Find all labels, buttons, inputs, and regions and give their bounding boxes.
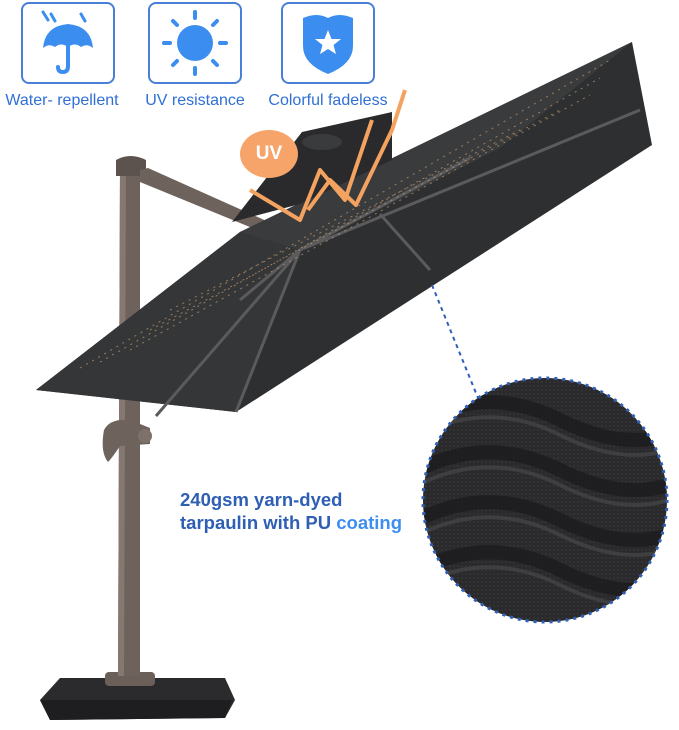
callout-highlight: coating bbox=[336, 512, 403, 533]
feature-colorful-fadeless: Colorful fadeless bbox=[264, 2, 392, 110]
callout-line-2: tarpaulin with PU coating bbox=[180, 511, 402, 534]
feature-box bbox=[148, 2, 242, 84]
feature-label: UV resistance bbox=[145, 92, 245, 109]
uv-badge: UV bbox=[240, 130, 298, 178]
leader-line bbox=[431, 284, 479, 399]
feature-box bbox=[21, 2, 115, 84]
sun-icon bbox=[162, 10, 228, 76]
uv-rays bbox=[248, 89, 407, 222]
feature-label: Colorful fadeless bbox=[268, 92, 388, 109]
feature-uv-resistance: UV resistance bbox=[139, 2, 251, 110]
umbrella-base bbox=[40, 672, 235, 720]
fabric-zoom bbox=[421, 376, 669, 624]
feature-box bbox=[281, 2, 375, 84]
feature-label: Water- repellent bbox=[5, 92, 119, 109]
callout-line-1: 240gsm yarn-dyed bbox=[180, 489, 343, 510]
umbrella-rain-icon bbox=[41, 10, 93, 75]
umbrella-pole bbox=[102, 156, 152, 676]
callout-line-2a: tarpaulin with PU bbox=[180, 512, 337, 533]
umbrella-canopy bbox=[36, 42, 652, 417]
feature-water-repellent: Water- repellent bbox=[5, 2, 123, 110]
fabric-callout: 240gsm yarn-dyed tarpaulin with PU coati… bbox=[180, 488, 402, 534]
shield-star-icon bbox=[303, 15, 353, 74]
